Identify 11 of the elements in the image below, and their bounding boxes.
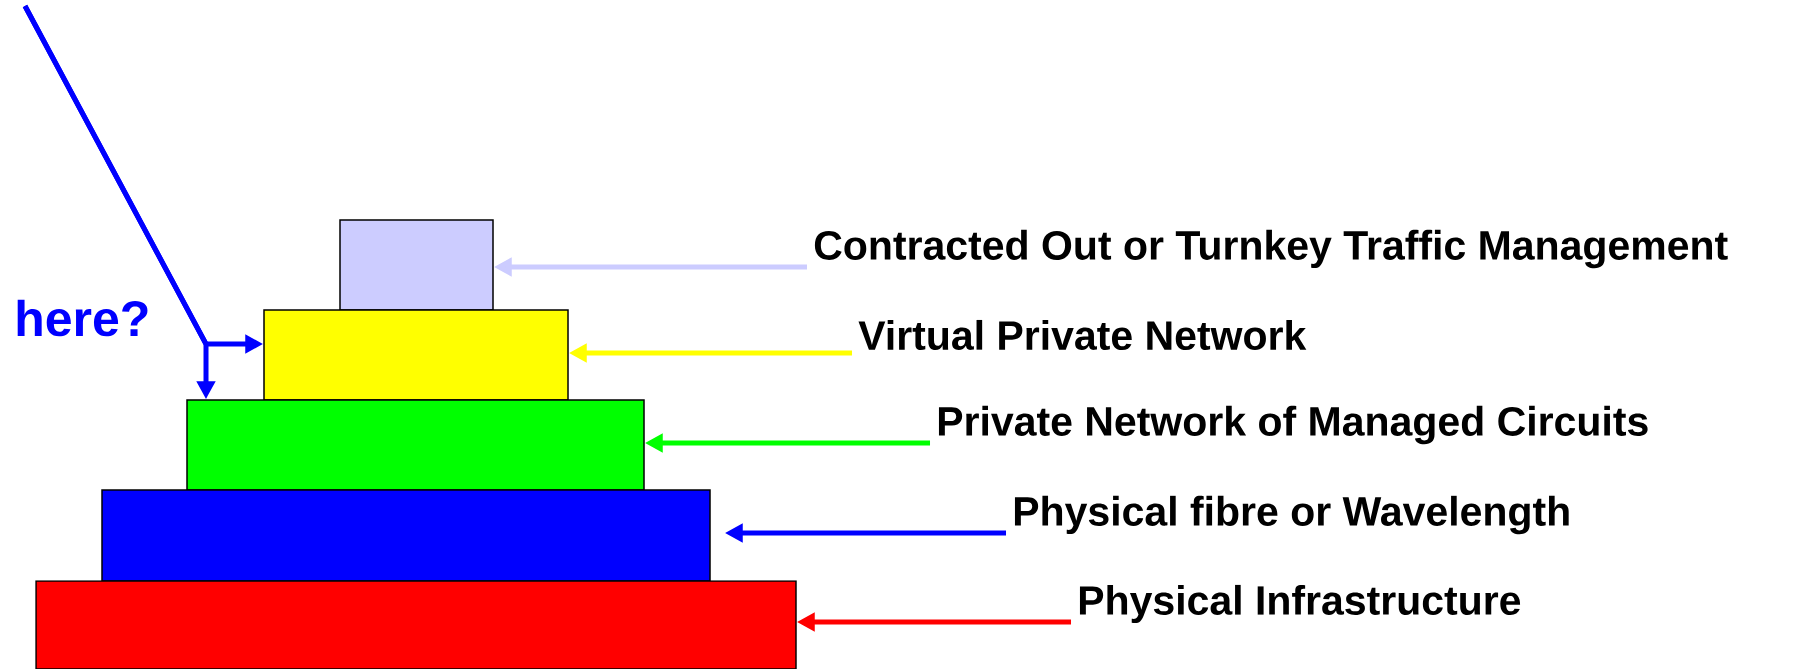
layer-block	[35, 580, 797, 669]
layer-label: Contracted Out or Turnkey Traffic Management	[814, 229, 1728, 269]
layer-block	[186, 399, 645, 491]
layer-block	[263, 309, 569, 401]
layer-label: Physical fibre or Wavelength	[1014, 495, 1569, 535]
layer-label: Virtual Private Network	[858, 319, 1307, 351]
layer-block	[339, 219, 494, 311]
question-label: here?	[17, 299, 148, 337]
layer-label: Physical Infrastructure	[1079, 584, 1521, 624]
layer-label: Private Network of Managed Circuits	[938, 405, 1648, 445]
layer-block	[101, 489, 711, 582]
